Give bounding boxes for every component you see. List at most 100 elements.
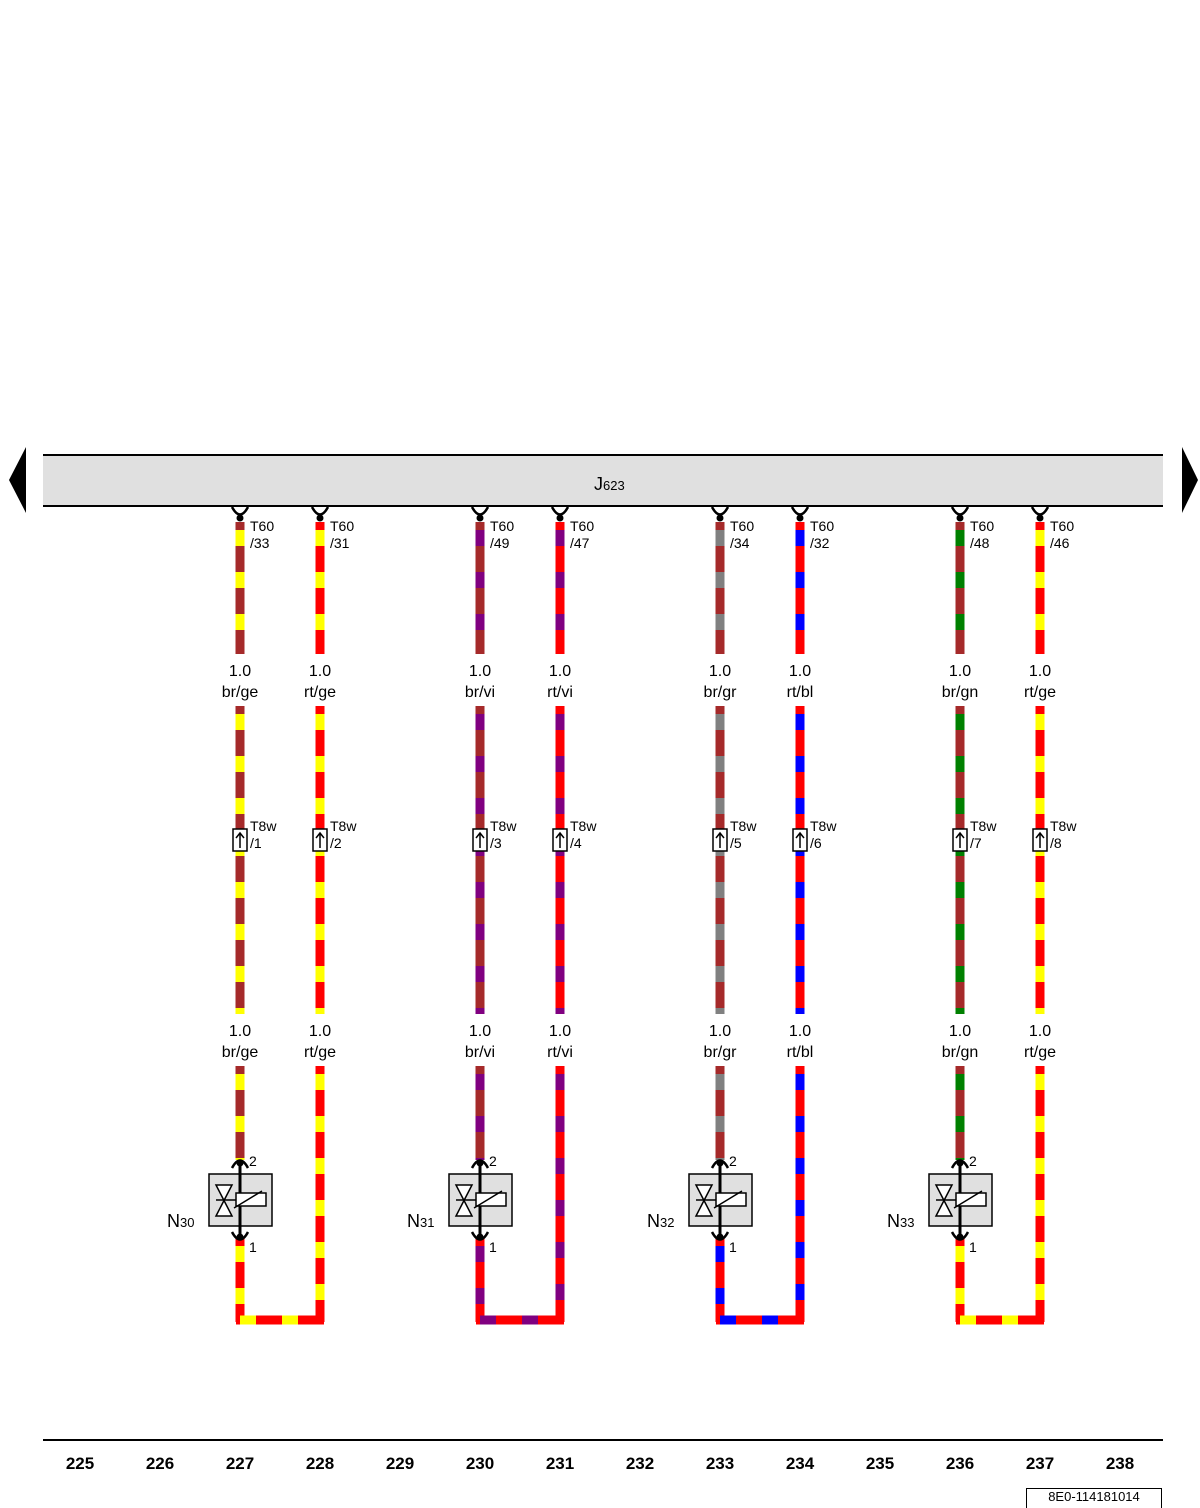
column-number: 228 bbox=[306, 1454, 334, 1473]
connector-arrow-icon bbox=[795, 831, 805, 848]
valve-designation-sub: 31 bbox=[420, 1215, 434, 1230]
inline-connector-label: T8w bbox=[570, 818, 597, 834]
pin-label: /49 bbox=[490, 535, 510, 551]
pin-label: /32 bbox=[810, 535, 830, 551]
column-number: 237 bbox=[1026, 1454, 1054, 1473]
pin-label: /33 bbox=[250, 535, 270, 551]
solenoid-valve-31: 2 1 N31 bbox=[407, 1153, 564, 1325]
pin-contact-icon bbox=[956, 1233, 964, 1241]
inline-connector-label: T8w bbox=[1050, 818, 1077, 834]
next-page-arrow-icon[interactable] bbox=[1182, 447, 1198, 513]
column-number: 225 bbox=[66, 1454, 94, 1473]
wire-color-label: br/vi bbox=[465, 684, 495, 701]
pin-label: /31 bbox=[330, 535, 350, 551]
column-number: 231 bbox=[546, 1454, 574, 1473]
pin-label: /34 bbox=[730, 535, 750, 551]
pin-contact-icon bbox=[476, 1233, 484, 1241]
pin-contact-icon bbox=[796, 514, 804, 522]
page-navigation[interactable] bbox=[9, 447, 1198, 513]
wire-size-label: 1.0 bbox=[949, 1023, 971, 1040]
valve-designation-sub: 32 bbox=[660, 1215, 674, 1230]
wire-color-label: rt/ge bbox=[1024, 1044, 1056, 1061]
pin-contact-icon bbox=[236, 514, 244, 522]
valve-designation-prefix: N bbox=[647, 1211, 660, 1231]
page-code: 8E0-114181014 bbox=[1026, 1488, 1162, 1508]
inline-pin-label: /5 bbox=[730, 835, 742, 851]
wire-size-label: 1.0 bbox=[229, 1023, 251, 1040]
pin-contact-icon bbox=[236, 1159, 244, 1167]
wire-size-label: 1.0 bbox=[469, 1023, 491, 1040]
valve-pin-label: 1 bbox=[729, 1239, 737, 1255]
valve-pin-label: 1 bbox=[489, 1239, 497, 1255]
pin-socket-icon bbox=[230, 506, 250, 516]
wire-size-label: 1.0 bbox=[709, 663, 731, 680]
control-module-label: J623 bbox=[594, 474, 625, 494]
valve-pin-label: 2 bbox=[489, 1153, 497, 1169]
pin-socket-icon bbox=[470, 506, 490, 516]
connector-arrow-icon bbox=[315, 831, 325, 848]
connector-label: T60 bbox=[250, 518, 274, 534]
column-number: 230 bbox=[466, 1454, 494, 1473]
wire-harness: T60/331.0br/geT8w/11.0br/geT60/311.0rt/g… bbox=[222, 506, 1077, 1322]
valve-designation-sub: 33 bbox=[900, 1215, 914, 1230]
control-module-label-sub: 623 bbox=[603, 478, 625, 493]
inline-connector-label: T8w bbox=[730, 818, 757, 834]
wire-color-label: br/ge bbox=[222, 684, 259, 701]
wire-size-label: 1.0 bbox=[229, 663, 251, 680]
wire-size-label: 1.0 bbox=[549, 663, 571, 680]
valve-designation-prefix: N bbox=[167, 1211, 180, 1231]
column-number: 235 bbox=[866, 1454, 894, 1473]
connector-label: T60 bbox=[810, 518, 834, 534]
inline-connector-label: T8w bbox=[970, 818, 997, 834]
pin-contact-icon bbox=[716, 1233, 724, 1241]
control-module-label-prefix: J bbox=[594, 474, 603, 494]
wire-size-label: 1.0 bbox=[709, 1023, 731, 1040]
inline-pin-label: /3 bbox=[490, 835, 502, 851]
pin-socket-icon bbox=[710, 506, 730, 516]
wire-size-label: 1.0 bbox=[1029, 1023, 1051, 1040]
pin-label: /46 bbox=[1050, 535, 1070, 551]
wire-color-label: rt/bl bbox=[787, 684, 814, 701]
valve-designation-prefix: N bbox=[887, 1211, 900, 1231]
wire-size-label: 1.0 bbox=[1029, 663, 1051, 680]
valve-pin-label: 2 bbox=[249, 1153, 257, 1169]
connector-arrow-icon bbox=[555, 831, 565, 848]
connector-arrow-icon bbox=[955, 831, 965, 848]
wire-size-label: 1.0 bbox=[309, 663, 331, 680]
pin-contact-icon bbox=[716, 514, 724, 522]
valve-pin-label: 1 bbox=[969, 1239, 977, 1255]
inline-connector-label: T8w bbox=[490, 818, 517, 834]
valve-designation: N33 bbox=[887, 1211, 914, 1231]
pin-contact-icon bbox=[236, 1233, 244, 1241]
inline-pin-label: /2 bbox=[330, 835, 342, 851]
valve-pin-label: 2 bbox=[729, 1153, 737, 1169]
inline-pin-label: /4 bbox=[570, 835, 582, 851]
column-number: 227 bbox=[226, 1454, 254, 1473]
control-module-j623: J623 bbox=[43, 454, 1163, 507]
solenoid-valve-32: 2 1 N32 bbox=[647, 1153, 804, 1325]
inline-pin-label: /1 bbox=[250, 835, 262, 851]
pin-contact-icon bbox=[956, 514, 964, 522]
column-number: 229 bbox=[386, 1454, 414, 1473]
connector-label: T60 bbox=[330, 518, 354, 534]
column-number: 234 bbox=[786, 1454, 815, 1473]
inline-pin-label: /6 bbox=[810, 835, 822, 851]
valve-designation: N30 bbox=[167, 1211, 194, 1231]
previous-page-arrow-icon[interactable] bbox=[9, 447, 26, 513]
column-number: 236 bbox=[946, 1454, 974, 1473]
wire-color-label: br/gn bbox=[942, 684, 978, 701]
connector-label: T60 bbox=[570, 518, 594, 534]
coil-diagonal-icon bbox=[713, 1190, 743, 1209]
pin-socket-icon bbox=[790, 506, 810, 516]
wire-color-label: rt/ge bbox=[304, 1044, 336, 1061]
valve-designation: N31 bbox=[407, 1211, 434, 1231]
pin-contact-icon bbox=[1036, 514, 1044, 522]
valve-designation-prefix: N bbox=[407, 1211, 420, 1231]
